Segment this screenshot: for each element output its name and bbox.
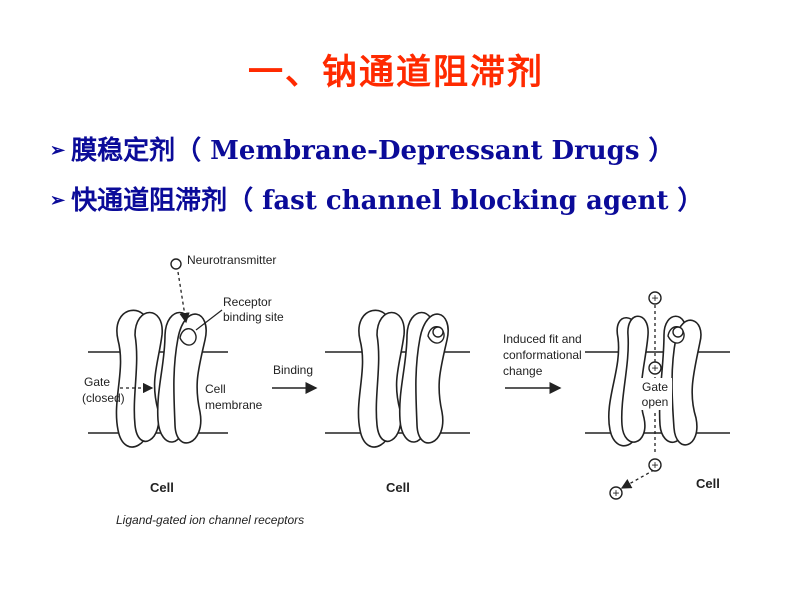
subunit-right-back [173,313,207,444]
panel-open-channel: + + + + Gate open Cell [585,291,730,500]
label-conformational: conformational [503,348,582,362]
ion-bottom-icon: + [648,458,662,472]
ion-exited-icon: + [609,486,623,500]
label-change: change [503,364,543,378]
svg-text:+: + [612,486,619,500]
slide-title: 一、钠通道阻滞剂 [247,52,544,93]
neurotransmitter-icon [170,258,182,270]
label-gate-closed: (closed) [82,391,125,405]
figure-caption: Ligand-gated ion channel receptors [116,513,304,527]
label-cell-membrane-1: Cell [205,382,226,396]
label-gate-open-1: Gate [642,380,668,394]
label-induced-fit: Induced fit and [503,332,582,346]
bullet-text: 快通道阻滞剂（ fast channel blocking agent ） [71,186,704,216]
receptor-leader-line [195,309,223,331]
svg-text:+: + [651,361,658,375]
label-neurotransmitter: Neurotransmitter [187,253,276,267]
label-cell-3: Cell [696,476,720,491]
panel-closed-channel: Neurotransmitter Receptor binding site G… [82,253,284,495]
label-cell-2: Cell [386,480,410,495]
ion-exit-arrow-icon [620,469,655,489]
binding-site-icon [179,328,197,346]
label-receptor: Receptor [223,295,272,309]
subunit-left-front [620,315,649,443]
ion-middle-icon: + [648,361,662,375]
bullet-arrow-icon: ➢ [50,190,66,211]
label-binding-site: binding site [223,310,284,324]
bullet-text: 膜稳定剂（ Membrane-Depressant Drugs ） [71,136,675,166]
ion-top-icon: + [648,291,662,305]
bound-neurotransmitter-icon [432,326,444,338]
neurotransmitter-arrow-icon [177,271,190,324]
bullet-fast-channel-blocker: ➢快通道阻滞剂（ fast channel blocking agent ） [50,180,704,217]
panel-bound-channel: Cell [325,309,470,495]
bullet-arrow-icon: ➢ [50,140,66,161]
gate-label-background [638,378,672,410]
bound-neurotransmitter-icon [672,326,684,338]
subunit-right-back [671,319,702,446]
label-gate: Gate [84,375,110,389]
label-gate-open-2: open [642,395,669,409]
bullet-membrane-depressant: ➢膜稳定剂（ Membrane-Depressant Drugs ） [50,130,675,167]
label-cell-1: Cell [150,480,174,495]
label-binding: Binding [273,363,313,377]
svg-text:+: + [651,291,658,305]
label-cell-membrane-2: membrane [205,398,263,412]
subunit-right-back [415,313,449,444]
svg-text:+: + [651,458,658,472]
